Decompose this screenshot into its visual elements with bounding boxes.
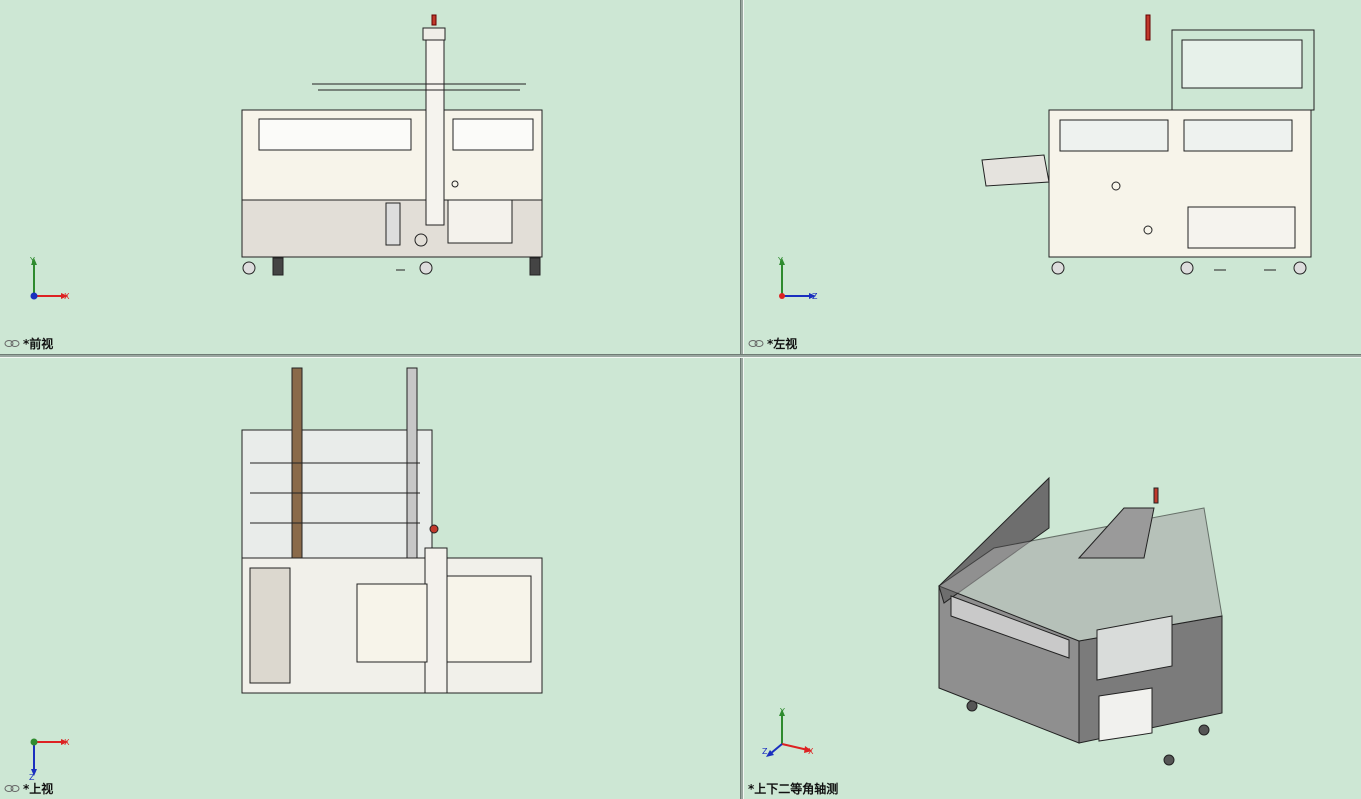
coordinate-triad: Y X [29,256,70,301]
axis-label: Y [29,256,35,265]
view-name: *前视 [23,337,54,351]
isometric-view-model [937,476,1223,766]
axis-label: X [64,292,70,301]
axis-label: X [808,747,814,756]
link-icon [4,340,20,347]
viewport-isometric[interactable]: Y X Z *上下二等角轴测 [744,358,1361,799]
viewport-front[interactable]: Y X *前视 [0,0,740,354]
axis-label: X [64,738,70,747]
axis-label: Y [779,707,785,716]
view-name: *上视 [23,782,54,796]
viewport-label: *前视 [4,335,53,352]
coordinate-triad: Y Z [777,256,818,301]
link-icon [4,785,20,792]
axis-label: Z [812,292,818,301]
axis-label: Y [777,256,783,265]
viewport-label: *上下二等角轴测 [748,780,838,797]
link-icon [748,340,764,347]
coordinate-triad: X Z [29,738,70,780]
coordinate-triad: Y X Z [762,707,814,757]
viewport-top[interactable]: X Z *上视 [0,358,740,799]
axis-label: Z [762,747,768,756]
axis-label: Z [29,773,35,780]
viewport-label: *上视 [4,780,53,797]
top-view-model [241,367,543,694]
view-name: *上下二等角轴测 [748,782,839,796]
viewport-label: *左视 [748,335,797,352]
viewport-left[interactable]: Y Z *左视 [744,0,1361,354]
viewport-splitter-horizontal[interactable] [0,354,1361,358]
view-name: *左视 [767,337,798,351]
front-view-model [241,14,543,276]
viewport-splitter-vertical[interactable] [740,0,744,799]
left-view-model [981,14,1315,275]
